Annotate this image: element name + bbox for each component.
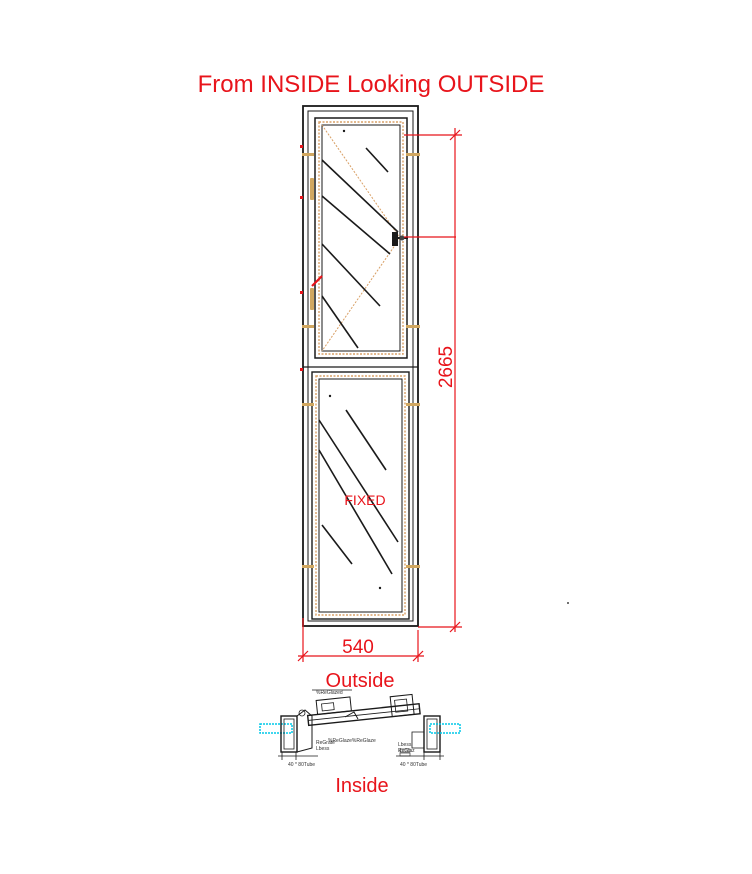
svg-text:%ReGlaze%ReGlaze: %ReGlaze%ReGlaze (328, 738, 376, 744)
lower-fixed-panel: FIXED (302, 371, 420, 620)
svg-text:ReGrate: ReGrate (316, 740, 335, 746)
sash-section (306, 693, 421, 727)
fixed-panel-label: FIXED (344, 492, 385, 508)
height-dimension-value: 2665 (436, 346, 457, 388)
section-detail: 40 * 80Tube ReGrate Lbess %ReGlazed %ReG… (259, 689, 461, 768)
fixing-points-lower (302, 403, 420, 568)
left-wall-cap (259, 723, 293, 734)
opening-indicator-upper (321, 124, 401, 239)
svg-text:Lbess: Lbess (316, 746, 330, 752)
glass-reflection-lines-lower (318, 409, 399, 575)
svg-text:%ReGlazed: %ReGlazed (316, 690, 343, 696)
inside-label: Inside (335, 775, 388, 797)
width-dimension-value: 540 (342, 637, 374, 658)
right-wall-cap (429, 723, 461, 734)
door-handle (392, 232, 408, 246)
glass-reflection-lines-upper (321, 147, 399, 349)
outer-frame (302, 105, 419, 627)
height-dimension (404, 128, 462, 633)
left-tube-label: 40 * 80Tube (288, 762, 315, 768)
width-dimension (297, 618, 424, 662)
left-tube (280, 715, 298, 753)
upper-opening-sash (300, 117, 420, 371)
svg-text:Lbess: Lbess (398, 742, 412, 748)
hinge-marks (310, 178, 314, 310)
right-tube-label: 40 * 80Tube (400, 762, 427, 768)
window-stay-mark (311, 275, 323, 287)
view-title: From INSIDE Looking OUTSIDE (198, 71, 545, 98)
fixing-points-upper (302, 153, 420, 328)
outside-label: Outside (326, 670, 395, 692)
right-tube (423, 715, 441, 753)
opening-indicator-lower (321, 237, 401, 352)
svg-text:ReGlaz: ReGlaz (398, 748, 415, 754)
